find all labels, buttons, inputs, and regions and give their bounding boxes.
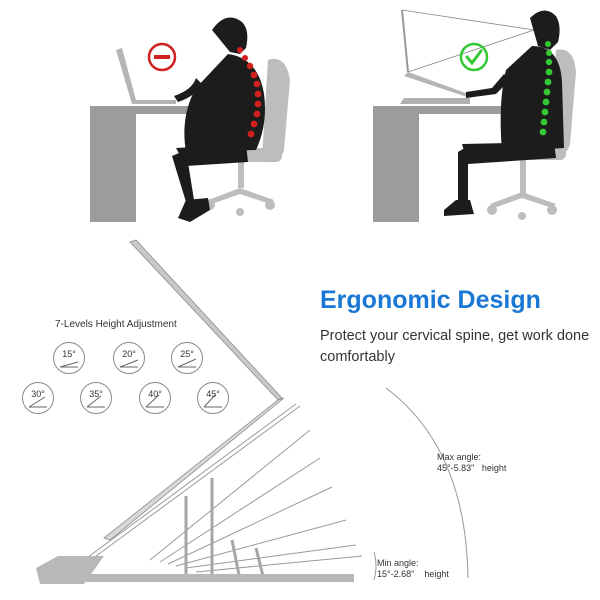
sight-line-top xyxy=(401,9,535,31)
person-bad-posture xyxy=(172,17,265,222)
angle-badge-30: 30° xyxy=(22,382,54,414)
angle-icon xyxy=(203,393,222,408)
angle-label: 25° xyxy=(180,349,194,359)
angle-label: 15° xyxy=(62,349,76,359)
angle-badge-15: 15° xyxy=(53,342,85,374)
desk-left-leg xyxy=(90,114,136,222)
angle-label: 40° xyxy=(148,389,162,399)
angle-label: 30° xyxy=(31,389,45,399)
no-entry-icon xyxy=(147,42,177,72)
angle-badge-40: 40° xyxy=(139,382,171,414)
angle-icon xyxy=(145,394,164,408)
max-angle-value-row: 45°-5.83" height xyxy=(437,463,506,474)
angle-label: 20° xyxy=(122,349,136,359)
description: Protect your cervical spine, get work do… xyxy=(320,328,590,365)
laptop-base-right xyxy=(404,72,474,98)
height-arc-min xyxy=(373,551,377,581)
spine-indicator-bad xyxy=(237,47,262,138)
min-angle-value-row: 15°-2.68" height xyxy=(377,569,449,580)
laptop-stand-illustration xyxy=(36,239,469,584)
max-angle-value: 45°-5.83" xyxy=(437,463,475,473)
angle-badge-25: 25° xyxy=(171,342,203,374)
min-angle-value: 15°-2.68" xyxy=(377,569,415,579)
laptop-screen-right xyxy=(401,9,409,73)
angle-label: 45° xyxy=(206,389,220,399)
spine-indicator-good xyxy=(539,41,553,136)
stand-base xyxy=(36,556,354,584)
bad-posture-scene xyxy=(90,17,290,222)
desk-left xyxy=(90,106,240,114)
stand-arms xyxy=(184,478,266,581)
laptop-screen xyxy=(129,239,283,401)
sight-line-bottom xyxy=(407,29,535,73)
min-angle-suffix: height xyxy=(424,569,449,579)
min-angle-callout: Min angle: 15°-2.68" height xyxy=(377,558,449,580)
angle-badge-20: 20° xyxy=(113,342,145,374)
angle-icon xyxy=(28,396,47,408)
angle-icon xyxy=(59,361,79,368)
check-circle-icon xyxy=(459,42,489,72)
angle-badge-45: 45° xyxy=(197,382,229,414)
stand-top-right xyxy=(400,98,470,104)
height-arc-max xyxy=(385,387,469,579)
levels-title: 7-Levels Height Adjustment xyxy=(55,319,177,330)
angle-icon xyxy=(86,395,105,408)
angle-label: 35° xyxy=(89,389,103,399)
desk-right xyxy=(373,106,523,114)
min-angle-label: Min angle: xyxy=(377,558,419,568)
laptop-base xyxy=(103,397,285,541)
headline: Ergonomic Design xyxy=(320,286,541,314)
stand-platforms xyxy=(83,403,363,573)
good-posture-scene xyxy=(373,9,576,222)
desk-right-leg xyxy=(373,114,419,222)
angle-icon xyxy=(177,358,197,368)
laptop-left xyxy=(116,48,176,104)
angle-icon xyxy=(119,359,139,368)
max-angle-suffix: height xyxy=(481,463,507,473)
angle-badge-35: 35° xyxy=(80,382,112,414)
max-angle-label: Max angle: xyxy=(437,452,482,462)
max-angle-callout: Max angle: 45°-5.83" height xyxy=(437,452,506,474)
